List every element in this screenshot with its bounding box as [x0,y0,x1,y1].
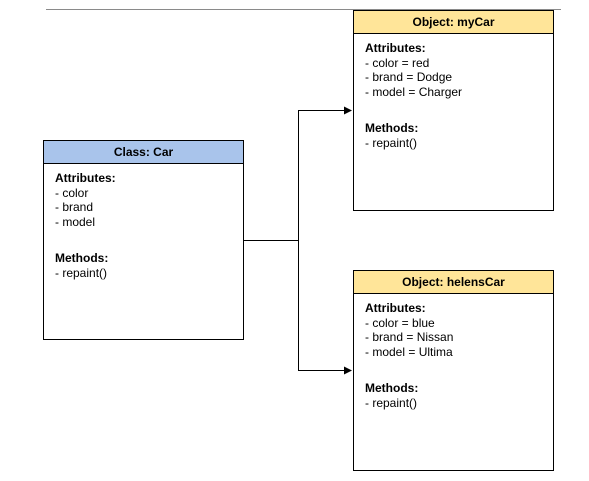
class-car-body: Attributes: - color - brand - model Meth… [44,164,243,280]
object-mycar-attribute: - model = Charger [365,84,463,99]
object-helenscar-methods-label: Methods: [365,381,419,395]
object-mycar-attribute: - brand = Dodge [365,70,453,84]
class-car-attribute: - brand [55,200,94,214]
object-mycar-method: - repaint() [365,135,418,150]
top-divider-line [46,9,561,10]
connector-class-to-helenscar [244,240,352,375]
object-helenscar-attribute: - brand = Nissan [365,330,454,344]
class-car-attribute: - color [55,185,89,200]
object-helenscar-attributes-label: Attributes: [365,301,426,315]
class-car-attribute: - model [55,214,96,229]
object-helenscar-body: Attributes: - color = blue - brand = Nis… [354,294,553,410]
connector-class-to-mycar [244,106,352,241]
object-mycar-attribute: - color = red [365,55,430,70]
object-helenscar-attribute: - model = Ultima [365,344,453,359]
object-mycar-title: Object: myCar [354,11,553,34]
object-helenscar-method: - repaint() [365,395,418,410]
object-helenscar-attribute: - color = blue [365,315,435,330]
class-car-title: Class: Car [44,141,243,164]
class-car-box[interactable]: Class: Car Attributes: - color - brand -… [43,140,244,340]
object-mycar-box[interactable]: Object: myCar Attributes: - color = red … [353,10,554,211]
class-car-attributes-label: Attributes: [55,171,116,185]
object-mycar-methods-label: Methods: [365,121,419,135]
object-mycar-attributes-label: Attributes: [365,41,426,55]
object-mycar-body: Attributes: - color = red - brand = Dodg… [354,34,553,150]
object-helenscar-box[interactable]: Object: helensCar Attributes: - color = … [353,270,554,471]
object-helenscar-title: Object: helensCar [354,271,553,294]
class-car-method: - repaint() [55,265,108,280]
class-car-methods-label: Methods: [55,251,109,265]
